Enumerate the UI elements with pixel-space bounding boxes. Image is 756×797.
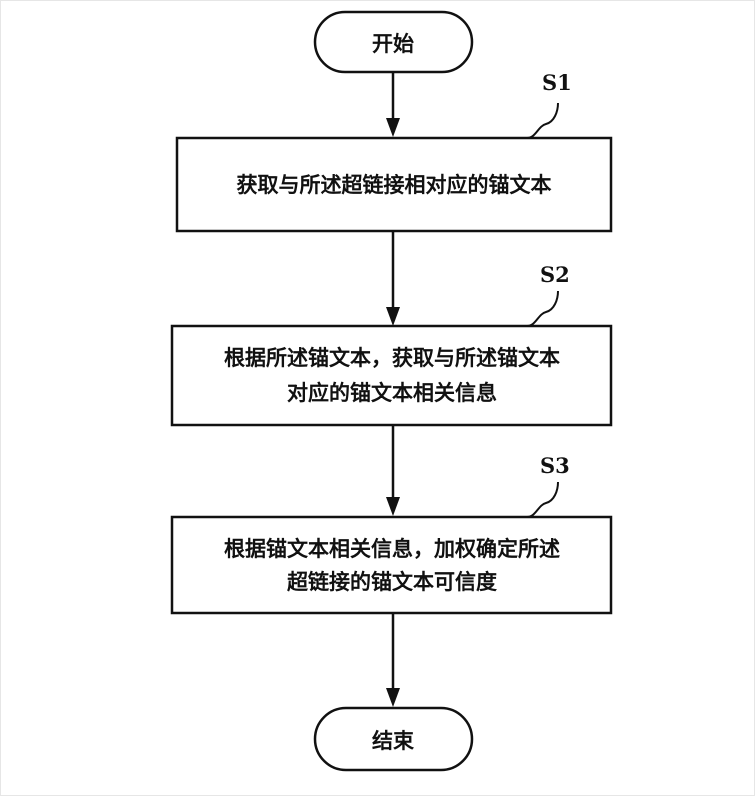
arrowhead-icon xyxy=(386,307,400,326)
end-terminal-shape xyxy=(313,706,474,772)
leader-squiggle-icon xyxy=(526,102,559,139)
start-label: 开始 xyxy=(372,31,414,56)
process-box-s1-shape xyxy=(175,136,613,233)
step-tag-s1: S1 xyxy=(542,70,572,95)
arrowhead-icon xyxy=(386,688,400,707)
arrowhead-icon xyxy=(386,497,400,516)
start-node: 开始 xyxy=(313,10,474,74)
arrow-s1-to-s2 xyxy=(386,231,400,326)
process-box-s3: 根据锚文本相关信息，加权确定所述 超链接的锚文本可信度 xyxy=(170,515,613,615)
process-s2-line-1: 根据所述锚文本，获取与所述锚文本 xyxy=(224,345,560,370)
process-s1-line-1: 获取与所述超链接相对应的锚文本 xyxy=(237,172,552,197)
process-s3-line-1: 根据锚文本相关信息，加权确定所述 xyxy=(224,536,560,561)
step-tag-s3: S3 xyxy=(540,453,570,478)
leader-squiggle-icon xyxy=(526,481,559,518)
step-tag-s1-group: S1 xyxy=(526,70,572,139)
end-node: 结束 xyxy=(313,706,474,772)
arrow-s2-to-s3 xyxy=(386,425,400,516)
step-tag-s2: S2 xyxy=(540,262,570,287)
process-s3-line-2: 超链接的锚文本可信度 xyxy=(287,569,497,594)
leader-squiggle-icon xyxy=(526,290,559,327)
process-box-s2: 根据所述锚文本，获取与所述锚文本 对应的锚文本相关信息 xyxy=(170,324,613,427)
arrowhead-icon xyxy=(386,118,400,137)
arrow-start-to-s1 xyxy=(386,72,400,137)
process-box-s2-shape xyxy=(170,324,613,427)
step-tag-s2-group: S2 xyxy=(526,262,570,327)
process-s2-line-2: 对应的锚文本相关信息 xyxy=(287,380,497,405)
arrow-s3-to-end xyxy=(386,613,400,707)
process-box-s1: 获取与所述超链接相对应的锚文本 xyxy=(175,136,613,233)
step-tag-s3-group: S3 xyxy=(526,453,570,518)
end-label: 结束 xyxy=(372,728,415,753)
process-box-s3-shape xyxy=(170,515,613,615)
